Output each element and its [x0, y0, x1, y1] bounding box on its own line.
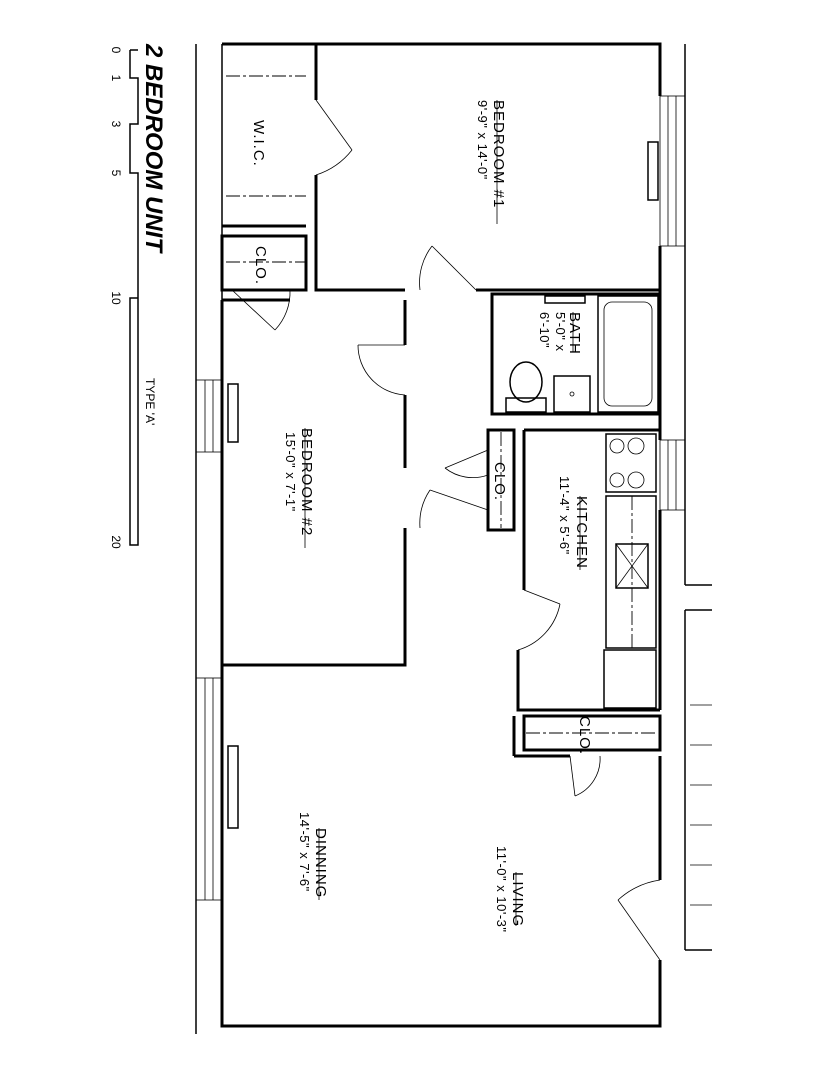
room-labels: W.I.C. CLO. BEDROOM #1 9'-9" x 14'-0" BA…	[250, 100, 593, 933]
kitchen-label: KITCHEN	[573, 496, 590, 569]
scale-tick-10: 10	[109, 291, 123, 305]
type-label: TYPE 'A'	[143, 378, 157, 425]
bedroom2-label: BEDROOM #2	[298, 428, 315, 536]
bedroom1-label: BEDROOM #1	[490, 100, 507, 208]
closet-hall-label: CLO.	[491, 462, 508, 501]
dinning-dims: 14'-5" x 7'-6"	[297, 812, 312, 892]
bath-label: BATH	[566, 312, 583, 355]
interior-walls	[220, 42, 662, 1028]
dinning-label: DINNING	[312, 828, 329, 898]
closet-shelves	[226, 75, 658, 734]
scale-tick-1: 1	[109, 75, 123, 82]
living-label: LIVING	[509, 872, 526, 927]
stairs	[690, 704, 712, 906]
radiators	[227, 141, 659, 829]
bath-fixtures	[505, 295, 659, 413]
scale-tick-0: 0	[109, 47, 123, 54]
bath-dims-line1: 5'-0" x	[553, 312, 568, 352]
room-name-underlines	[304, 100, 581, 926]
wic-label: W.I.C.	[250, 120, 267, 167]
bath-dims-line2: 6'-10"	[537, 312, 552, 348]
bedroom1-dims: 9'-9" x 14'-0"	[475, 100, 490, 180]
scale-tick-5: 5	[109, 170, 123, 177]
exterior-walls	[195, 44, 712, 1034]
closet-living-label: CLO.	[576, 716, 593, 755]
plan-title: 2 BEDROOM UNIT	[140, 43, 167, 254]
kitchen-dims: 11'-4" x 5'-6"	[557, 476, 572, 555]
scale-bar: 0 1 3 5 10 20	[109, 47, 139, 549]
bedroom2-dims: 15'-0" x 7'-1"	[283, 432, 298, 512]
closet-bedroom-label: CLO.	[252, 246, 269, 285]
kitchen-fixtures	[603, 433, 657, 709]
scale-tick-3: 3	[109, 121, 123, 128]
scale-tick-20: 20	[109, 535, 123, 549]
living-dims: 11'-0" x 10'-3"	[494, 846, 509, 933]
doors	[231, 99, 661, 961]
